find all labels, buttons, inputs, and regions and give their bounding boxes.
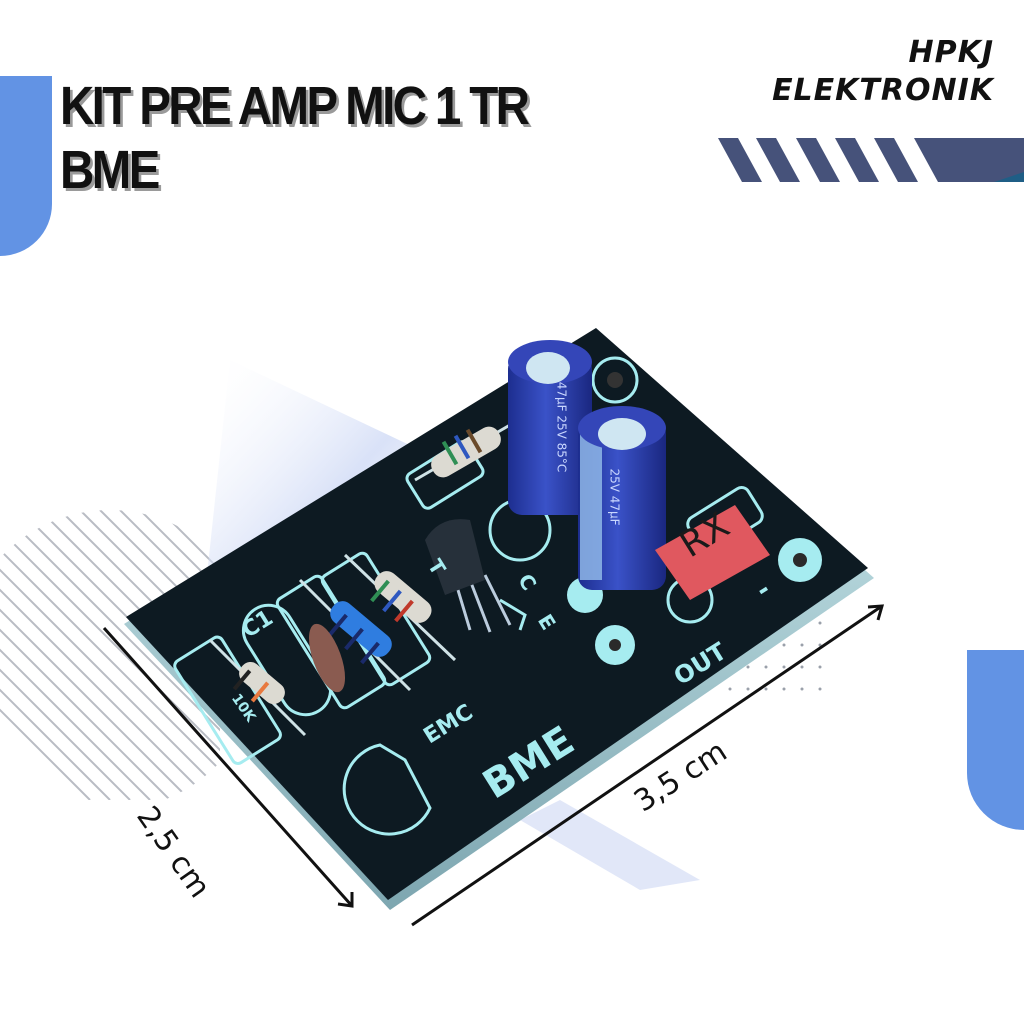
- product-title-line1: KIT PRE AMP MIC 1 TR: [60, 76, 530, 136]
- decorative-stripes: [718, 138, 1024, 182]
- decorative-dot-grid: [728, 621, 822, 691]
- decorative-blue-tab-right: [967, 650, 1024, 830]
- brand-line2: ELEKTRONIK: [772, 73, 994, 108]
- resistor-r4: [414, 423, 511, 482]
- pcb-board: [126, 328, 868, 900]
- decorative-hatch-lines: [0, 510, 220, 800]
- decorative-blue-tab-left: [0, 76, 52, 256]
- ceramic-capacitor-c1: [308, 623, 346, 693]
- brand-line1: HPKJ: [908, 35, 994, 70]
- solder-pads: [567, 372, 822, 665]
- resistor-r2-blue: [298, 578, 412, 692]
- dimension-arrow-width: [411, 604, 885, 927]
- electrolytic-capacitor-1: [508, 340, 592, 515]
- transistor: [425, 519, 512, 633]
- product-title: KIT PRE AMP MIC 1 TR BME: [60, 74, 632, 202]
- rx-sticker: [655, 505, 770, 600]
- resistor-r1: [208, 638, 307, 737]
- dimension-arrow-height: [102, 627, 354, 908]
- capacitor-1-marking: 47µF 25V 85°C: [554, 381, 569, 473]
- resistor-r3: [343, 553, 457, 662]
- capacitor-2-marking: 25V 47µF: [607, 468, 622, 526]
- product-title-line2: BME: [60, 140, 160, 200]
- brand-logo: HPKJ ELEKTRONIK: [772, 34, 994, 110]
- electrolytic-capacitor-2: [578, 406, 666, 590]
